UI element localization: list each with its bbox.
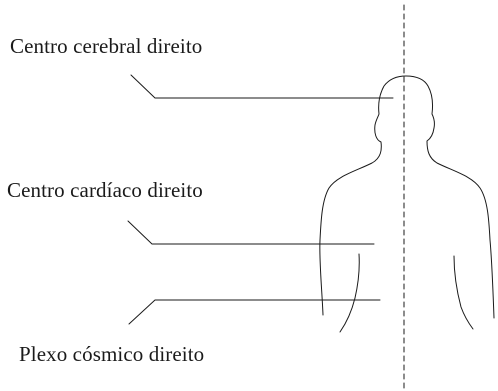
left-arm-inner-edge — [453, 255, 474, 330]
body-silhouette — [319, 75, 495, 319]
right-arm-inner-edge — [339, 253, 360, 333]
leader-line-cardiaco — [127, 220, 375, 245]
label-centro-cardiaco: Centro cardíaco direito — [7, 178, 203, 202]
label-centro-cerebral: Centro cerebral direito — [10, 34, 203, 58]
leader-line-cerebral — [130, 74, 394, 99]
label-plexo-cosmico: Plexo cósmico direito — [19, 342, 205, 366]
leader-line-plexo — [128, 299, 381, 325]
